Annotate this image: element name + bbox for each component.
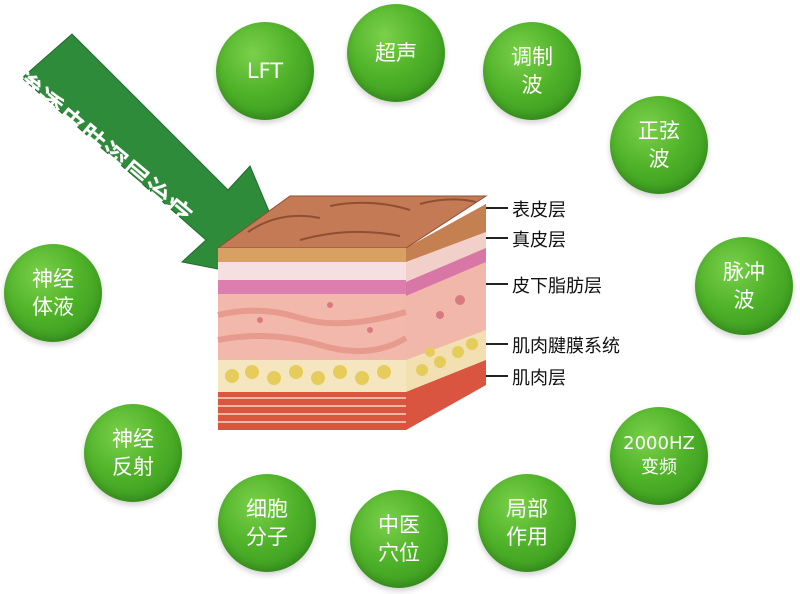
bubble-cell-molecule: 细胞 分子 xyxy=(218,474,316,572)
bubble-sine-wave: 正弦 波 xyxy=(610,96,708,194)
bubble-nerve-reflex: 神经 反射 xyxy=(84,404,182,502)
bubble-2000hz: 2000HZ 变频 xyxy=(610,407,708,505)
bubble-modulated-wave: 调制 波 xyxy=(483,22,581,120)
label-epidermis: 表皮层 xyxy=(512,200,566,221)
bubble-ultrasound: 超声 xyxy=(347,4,445,102)
label-dermis: 真皮层 xyxy=(512,230,566,251)
skin-cube-front xyxy=(217,248,408,430)
label-subcutaneous-fat: 皮下脂肪层 xyxy=(512,276,602,297)
bubble-tcm-acupoint: 中医 穴位 xyxy=(350,490,448,588)
bubble-pulse-wave: 脉冲 波 xyxy=(695,237,793,335)
bubble-lft: LFT xyxy=(216,22,314,120)
bubble-local-effect: 局部 作用 xyxy=(478,474,576,572)
bubble-nerve-fluid: 神经 体液 xyxy=(4,244,102,342)
layer-pointers xyxy=(486,207,508,377)
label-muscle-fascia: 肌肉腱膜系统 xyxy=(512,336,620,357)
label-muscle: 肌肉层 xyxy=(512,368,566,389)
skin-cube-side xyxy=(406,204,486,430)
